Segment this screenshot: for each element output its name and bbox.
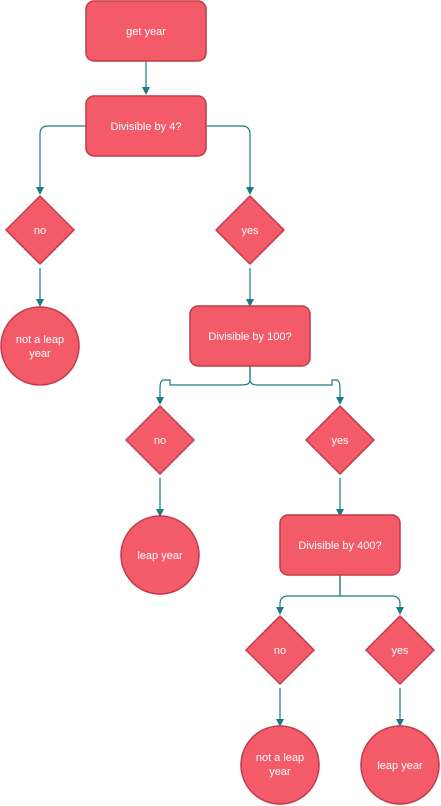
node-get-year-label: get year: [126, 26, 166, 38]
node-leap-year-2-label: leap year: [377, 760, 423, 772]
edges: [36, 61, 404, 727]
edge-div100-to-no: [156, 366, 251, 405]
edge-div400-to-no: [276, 575, 341, 615]
edge-div400-to-yes: [339, 575, 404, 615]
node-not-a-leap-year-2-line-2: year: [269, 766, 291, 778]
node-leap-year-1: leap year: [120, 515, 200, 595]
node-leap-year-2: leap year: [360, 725, 440, 805]
node-div400-no-label: no: [274, 645, 286, 657]
node-div100-yes: yes: [305, 405, 375, 475]
node-divisible-by-100: Divisible by 100?: [189, 305, 311, 367]
node-not-a-leap-year-1-line-2: year: [29, 348, 51, 360]
edge-div4-to-no: [36, 125, 86, 195]
node-div4-no-label: no: [34, 225, 46, 237]
edge-div4-to-yes: [205, 125, 254, 195]
node-div100-no-label: no: [154, 435, 166, 447]
node-get-year: get year: [85, 0, 207, 62]
node-divisible-by-100-label: Divisible by 100?: [208, 331, 291, 343]
node-leap-year-1-label: leap year: [137, 550, 183, 562]
node-not-a-leap-year-2: not a leap year: [240, 725, 320, 805]
node-divisible-by-4-label: Divisible by 4?: [111, 121, 182, 133]
node-divisible-by-400: Divisible by 400?: [279, 514, 401, 576]
node-div4-yes-label: yes: [241, 225, 259, 237]
node-div100-yes-label: yes: [331, 435, 349, 447]
node-div400-yes-label: yes: [391, 645, 409, 657]
edge-div100-to-yes: [249, 366, 344, 405]
node-div4-no: no: [5, 195, 75, 265]
node-not-a-leap-year-1: not a leap year: [0, 306, 80, 386]
node-divisible-by-4: Divisible by 4?: [85, 95, 207, 157]
node-div4-yes: yes: [215, 195, 285, 265]
node-not-a-leap-year-2-line-1: not a leap: [256, 752, 304, 764]
node-div400-yes: yes: [365, 615, 435, 685]
node-div400-no: no: [245, 615, 315, 685]
node-divisible-by-400-label: Divisible by 400?: [298, 540, 381, 552]
node-div100-no: no: [125, 405, 195, 475]
node-not-a-leap-year-1-line-1: not a leap: [16, 334, 64, 346]
